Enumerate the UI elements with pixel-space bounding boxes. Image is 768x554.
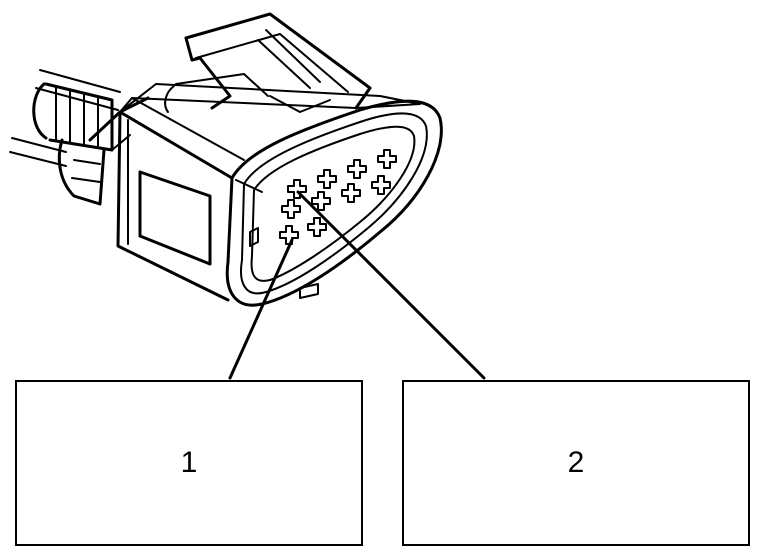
terminal-cavity (347, 159, 367, 179)
callout-label-1: 1 (180, 446, 198, 479)
terminal-cavity (281, 199, 301, 219)
terminal-cavity (377, 149, 397, 169)
locking-clip (164, 12, 372, 113)
connector-housing (116, 83, 421, 302)
terminal-cavity (307, 217, 327, 237)
terminal-cavities (279, 149, 397, 245)
terminal-cavity (371, 175, 391, 195)
callout-box-2: 2 (402, 380, 750, 546)
leader-line-1 (228, 238, 294, 380)
terminal-cavity (311, 191, 331, 211)
terminal-cavity (279, 225, 299, 245)
connector-face (225, 99, 443, 307)
callout-label-2: 2 (567, 446, 585, 479)
terminal-cavity (287, 179, 307, 199)
terminal-cavity (317, 169, 337, 189)
leader-line-2 (296, 190, 486, 380)
terminal-cavity (341, 183, 361, 203)
callout-box-1: 1 (15, 380, 363, 546)
